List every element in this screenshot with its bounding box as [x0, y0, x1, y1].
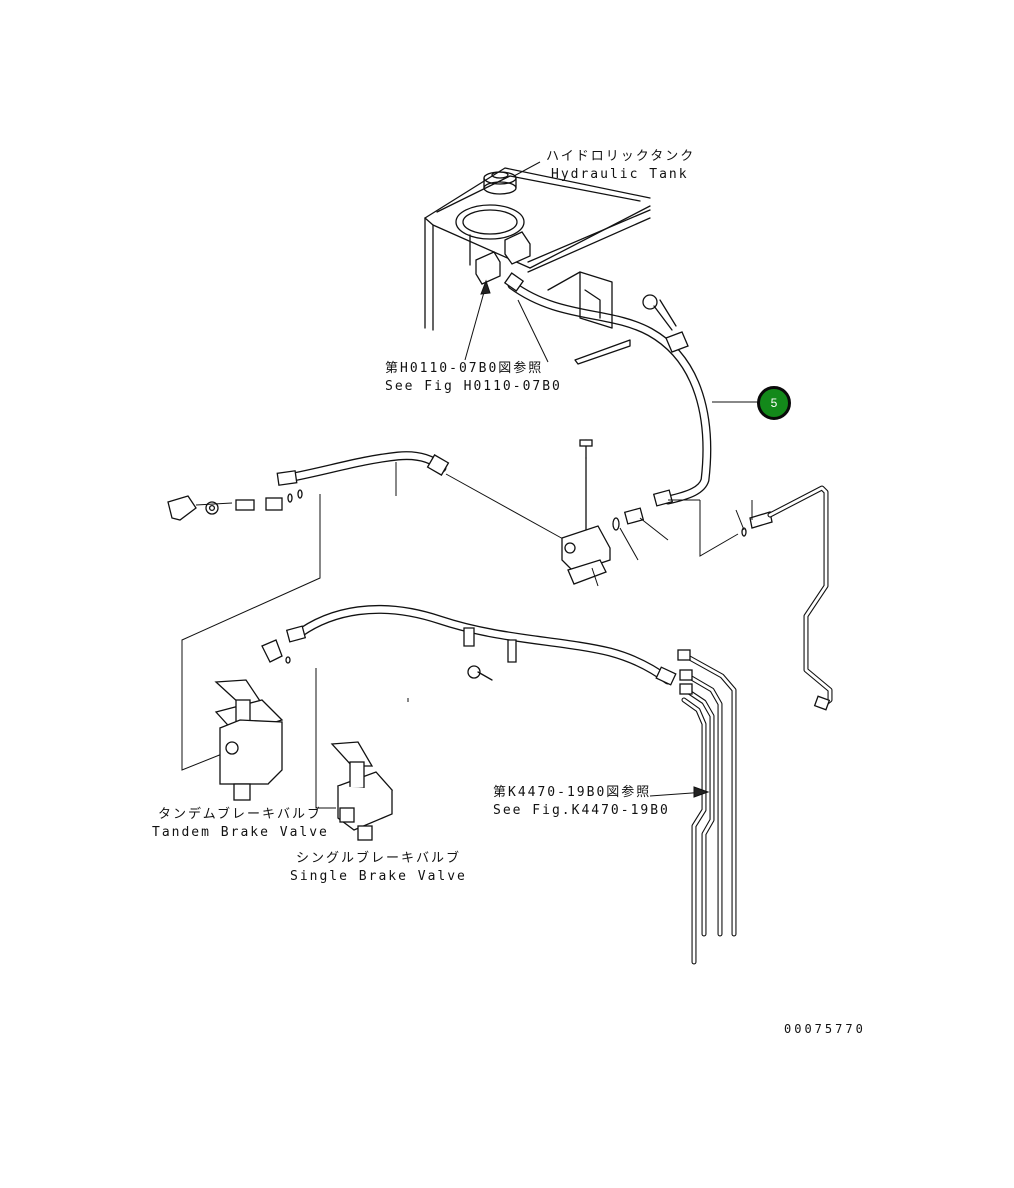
drawing-number: 00075770 [784, 1022, 866, 1036]
callout-5-number: 5 [770, 396, 778, 410]
steel-tube-right [767, 485, 833, 711]
hose-assembly-5 [503, 271, 712, 507]
ref2-label-jp: 第K4470-19B0図参照 [493, 785, 652, 800]
ref2-label-en: See Fig.K4470-19B0 [493, 803, 670, 818]
pipe-bundle [677, 649, 737, 965]
tandem-label-jp: タンデムブレーキバルブ [158, 807, 322, 822]
single-label-en: Single Brake Valve [290, 869, 467, 884]
ref1-label-jp: 第H0110-07B0図参照 [385, 361, 544, 376]
single-brake-valve [330, 741, 394, 841]
ref1-label-en: See Fig H0110-07B0 [385, 379, 562, 394]
leader-tandem [181, 494, 321, 771]
junction-block [561, 439, 611, 587]
single-label-jp: シングルブレーキバルブ [296, 851, 462, 866]
tank-label-en: Hydraulic Tank [551, 167, 689, 182]
leader-single [315, 668, 336, 809]
leader-ref1b [517, 299, 549, 363]
tandem-label-en: Tandem Brake Valve [152, 825, 329, 840]
hose-middle-left [167, 451, 566, 541]
leader-ref1 [464, 284, 487, 361]
hose-lower [261, 604, 677, 702]
callout-5[interactable]: 5 [757, 386, 791, 420]
hydraulic-tank [424, 161, 651, 331]
tank-label-jp: ハイドロリックタンク [546, 149, 696, 164]
tandem-brake-valve [214, 679, 284, 801]
fittings-right [612, 499, 773, 561]
